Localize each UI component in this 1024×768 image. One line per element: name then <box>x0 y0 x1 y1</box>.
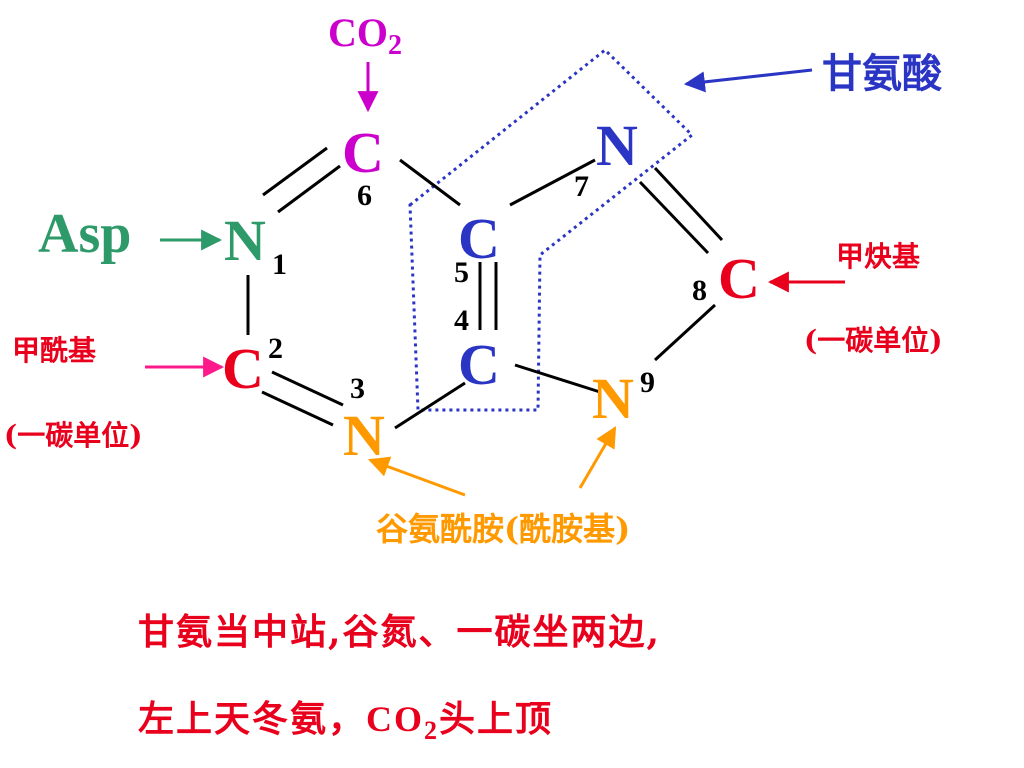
bond-c5-n7 <box>509 158 596 207</box>
methenyl-one-carbon-label: (一碳单位) <box>804 324 943 357</box>
atom-n1-number: 1 <box>272 248 287 281</box>
asp-label: Asp <box>38 203 131 265</box>
glutamine-arrow-n3 <box>368 456 466 497</box>
bond-n7-c8 <box>653 166 724 242</box>
atom-n1: N <box>224 208 266 273</box>
glycine-label: 甘氨酸 <box>822 50 943 97</box>
co2-label: CO2 <box>328 10 402 61</box>
atom-c5-number: 5 <box>454 256 469 289</box>
asp-source: Asp <box>38 203 223 265</box>
atom-c8-number: 8 <box>692 274 707 307</box>
atom-c4-number: 4 <box>454 304 469 337</box>
atom-n7: N <box>596 113 638 178</box>
atom-n7-number: 7 <box>574 170 589 203</box>
atom-c4: C <box>458 332 500 397</box>
bond-c2-n3-double <box>261 390 334 427</box>
mnemonic-line-2: 左上天冬氨，CO2头上顶 <box>138 690 553 746</box>
bond-c6-c5 <box>399 158 461 207</box>
mnemonic-line-1: 甘氨当中站,谷氮、一碳坐两边, <box>138 611 662 653</box>
bond-n1-c6 <box>262 146 328 197</box>
atom-n9-number: 9 <box>640 366 655 399</box>
atom-c5: C <box>458 206 500 271</box>
bond-n7-c8-double <box>638 180 710 255</box>
glutamine-label: 谷氨酰胺(酰胺基) <box>376 510 630 548</box>
atom-c8: C <box>718 246 760 311</box>
atom-n9: N <box>592 366 634 431</box>
mnemonic-line-2-post: 头上顶 <box>439 698 554 740</box>
glycine-box <box>408 48 695 412</box>
glycine-source: 甘氨酸 <box>683 50 943 97</box>
bond-c2-n3 <box>271 370 344 407</box>
methenyl-source: 甲炔基 (一碳单位) <box>767 240 943 357</box>
glycine-arrow <box>683 68 813 93</box>
atom-n3: N <box>343 403 385 468</box>
methenyl-label: 甲炔基 <box>836 240 920 273</box>
atom-c2-number: 2 <box>268 332 283 365</box>
atom-c6-number: 6 <box>357 179 372 212</box>
bonds <box>246 146 724 430</box>
glutamine-source: 谷氨酰胺(酰胺基) <box>368 426 630 548</box>
formyl-source: 甲酰基 (一碳单位) <box>4 334 225 452</box>
atom-c6: C <box>342 120 384 185</box>
atom-c2: C <box>222 336 264 401</box>
bond-c4-n3 <box>394 381 466 430</box>
bond-c8-n9 <box>653 303 717 362</box>
formyl-one-carbon-label: (一碳单位) <box>4 419 143 452</box>
glutamine-arrow-n9 <box>578 426 617 489</box>
bond-n9-c4 <box>514 363 601 394</box>
atoms: N 1 C 2 N 3 C 4 C 5 C 6 N 7 C 8 N 9 <box>222 113 760 468</box>
formyl-label: 甲酰基 <box>12 334 96 367</box>
bond-n1-c6-double <box>277 164 341 214</box>
mnemonic-co2: CO2 <box>366 699 440 746</box>
mnemonic-line-2-pre: 左上天冬氨， <box>138 698 367 740</box>
atom-n3-number: 3 <box>350 372 365 405</box>
co2-source: CO2 <box>328 10 402 113</box>
